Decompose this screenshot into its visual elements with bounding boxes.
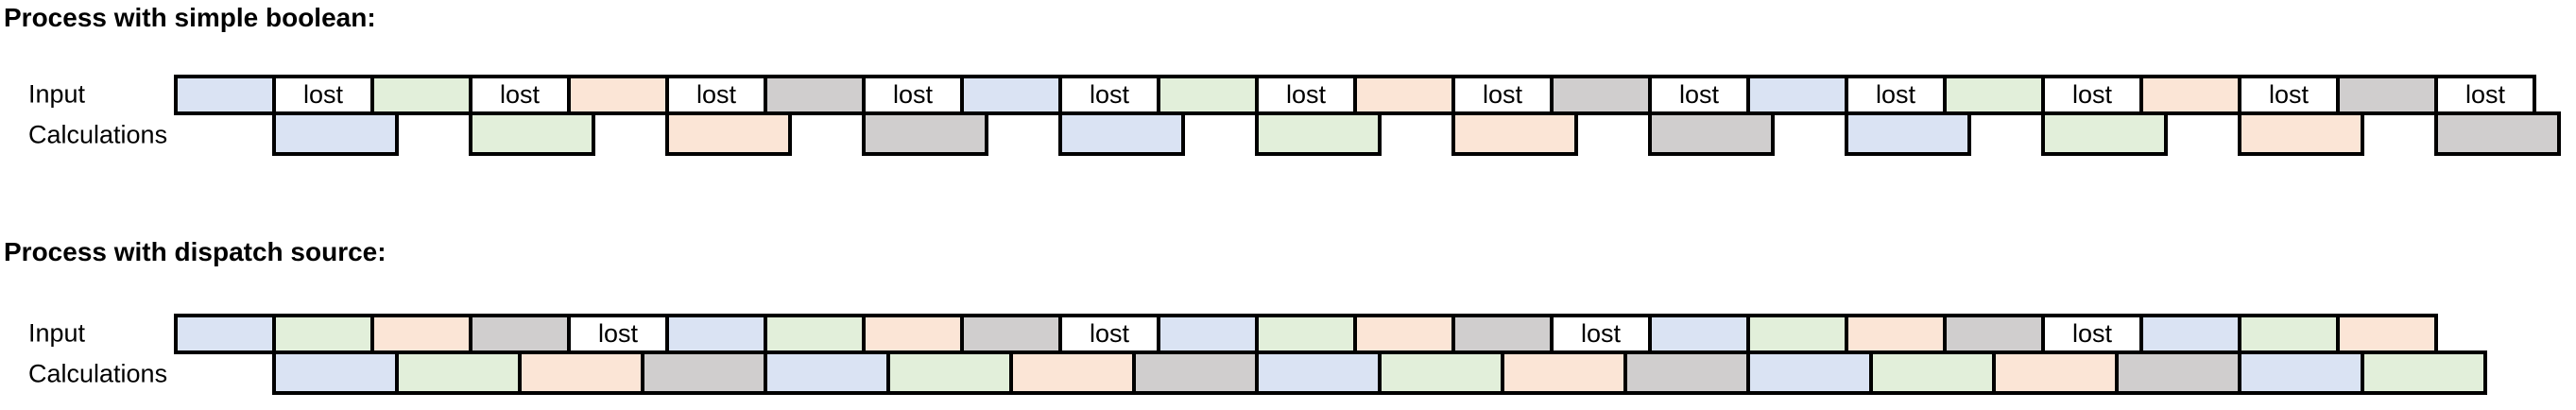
p1-calc-block-blue bbox=[1058, 111, 1185, 156]
p1-calc-block-gray bbox=[862, 111, 988, 156]
p2-input-block-green bbox=[764, 314, 866, 354]
p2-calc-block-peach bbox=[1992, 350, 2119, 395]
process1-title: Process with simple boolean: bbox=[4, 3, 376, 32]
p1-calc-block-peach bbox=[1451, 111, 1578, 156]
p1-input-lost-block: lost bbox=[1058, 75, 1160, 115]
p1-input-block-peach bbox=[2139, 75, 2241, 115]
p1-input-lost-block: lost bbox=[665, 75, 767, 115]
p1-input-block-green bbox=[1157, 75, 1259, 115]
p1-calc-block-peach bbox=[665, 111, 792, 156]
p2-input-block-blue bbox=[174, 314, 276, 354]
p1-input-lost-block: lost bbox=[1451, 75, 1554, 115]
p2-calc-block-peach bbox=[1501, 350, 1627, 395]
p1-input-block-blue bbox=[174, 75, 276, 115]
p1-input-block-peach bbox=[567, 75, 669, 115]
p2-calc-block-green bbox=[395, 350, 522, 395]
p2-input-block-green bbox=[1255, 314, 1357, 354]
p2-input-block-green bbox=[272, 314, 374, 354]
process2-input-label: Input bbox=[28, 318, 86, 348]
p1-calc-block-gray bbox=[1648, 111, 1775, 156]
process2-calculations-label: Calculations bbox=[28, 359, 168, 388]
p1-input-block-gray bbox=[1550, 75, 1652, 115]
p2-input-block-green bbox=[1746, 314, 1848, 354]
p1-input-lost-block: lost bbox=[469, 75, 571, 115]
p2-input-block-peach bbox=[1845, 314, 1947, 354]
p1-calc-block-green bbox=[469, 111, 595, 156]
p1-calc-block-blue bbox=[1845, 111, 1971, 156]
p2-input-block-blue bbox=[1648, 314, 1750, 354]
p2-input-block-peach bbox=[2336, 314, 2438, 354]
p2-input-block-blue bbox=[1157, 314, 1259, 354]
p2-input-block-blue bbox=[665, 314, 767, 354]
p2-input-block-peach bbox=[370, 314, 472, 354]
p1-input-lost-block: lost bbox=[862, 75, 964, 115]
p1-input-lost-block: lost bbox=[1648, 75, 1750, 115]
p2-calc-block-peach bbox=[1009, 350, 1136, 395]
p2-input-lost-block: lost bbox=[2041, 314, 2143, 354]
process2-title: Process with dispatch source: bbox=[4, 237, 386, 266]
p2-calc-block-gray bbox=[2115, 350, 2241, 395]
p2-calc-block-blue bbox=[272, 350, 399, 395]
p1-input-lost-block: lost bbox=[2238, 75, 2340, 115]
p2-input-block-peach bbox=[862, 314, 964, 354]
p2-calc-block-green bbox=[2361, 350, 2487, 395]
p1-input-lost-block: lost bbox=[272, 75, 374, 115]
p2-calc-block-blue bbox=[764, 350, 890, 395]
p2-input-block-gray bbox=[1943, 314, 2045, 354]
p1-calc-block-green bbox=[1255, 111, 1382, 156]
process1-input-label: Input bbox=[28, 79, 86, 109]
p2-input-block-green bbox=[2238, 314, 2340, 354]
p1-calc-block-peach bbox=[2238, 111, 2364, 156]
p2-calc-block-blue bbox=[1255, 350, 1382, 395]
p1-calc-block-blue bbox=[272, 111, 399, 156]
p1-input-block-gray bbox=[764, 75, 866, 115]
p2-calc-block-green bbox=[1869, 350, 1996, 395]
p2-calc-block-blue bbox=[2238, 350, 2364, 395]
p2-calc-block-peach bbox=[518, 350, 644, 395]
p1-input-lost-block: lost bbox=[1255, 75, 1357, 115]
p2-input-block-blue bbox=[2139, 314, 2241, 354]
p2-calc-block-blue bbox=[1746, 350, 1873, 395]
p2-calc-block-gray bbox=[1623, 350, 1750, 395]
p1-input-block-green bbox=[370, 75, 472, 115]
p2-input-block-peach bbox=[1353, 314, 1455, 354]
p1-input-lost-block: lost bbox=[1845, 75, 1947, 115]
p2-input-block-gray bbox=[469, 314, 571, 354]
p1-calc-block-green bbox=[2041, 111, 2168, 156]
p1-calc-block-gray bbox=[2434, 111, 2561, 156]
p1-input-block-gray bbox=[2336, 75, 2438, 115]
p2-input-block-gray bbox=[960, 314, 1062, 354]
p1-input-block-blue bbox=[960, 75, 1062, 115]
p1-input-block-peach bbox=[1353, 75, 1455, 115]
p2-calc-block-gray bbox=[641, 350, 767, 395]
p2-input-lost-block: lost bbox=[1550, 314, 1652, 354]
p2-calc-block-green bbox=[1378, 350, 1504, 395]
p1-input-lost-block: lost bbox=[2434, 75, 2536, 115]
p2-input-lost-block: lost bbox=[1058, 314, 1160, 354]
p2-input-block-gray bbox=[1451, 314, 1554, 354]
p1-input-lost-block: lost bbox=[2041, 75, 2143, 115]
p1-input-block-green bbox=[1943, 75, 2045, 115]
process1-calculations-label: Calculations bbox=[28, 120, 168, 149]
p2-calc-block-green bbox=[886, 350, 1013, 395]
p2-calc-block-gray bbox=[1132, 350, 1259, 395]
p1-input-block-blue bbox=[1746, 75, 1848, 115]
p2-input-lost-block: lost bbox=[567, 314, 669, 354]
